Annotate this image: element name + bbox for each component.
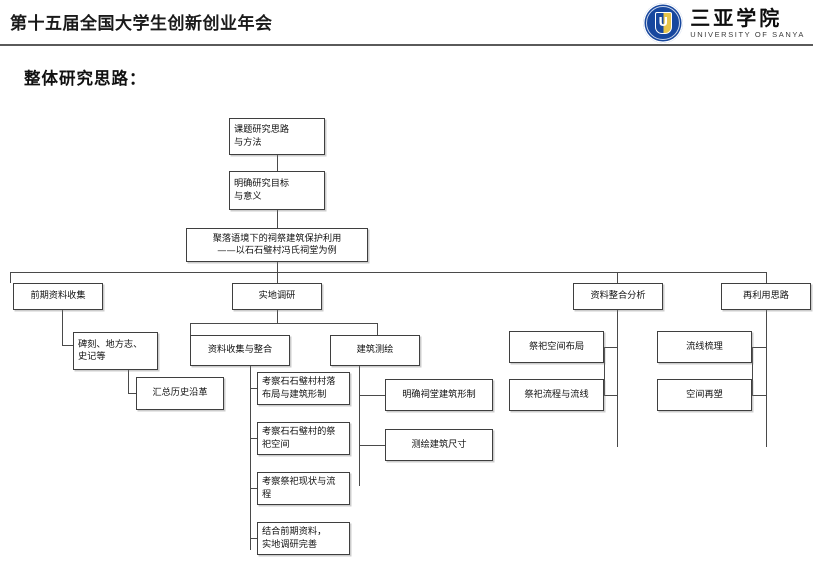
node-n6[interactable]: 资料整合分析 [573, 283, 663, 310]
node-n1-label: 课题研究思路 与方法 [234, 124, 290, 148]
node-n21-label: 空间再塑 [686, 388, 723, 400]
node-n12-label: 考察石石璧村村落 布局与建筑形制 [262, 376, 336, 400]
shield-icon [654, 12, 672, 34]
node-n3-label: 聚落语境下的祠祭建筑保护利用 ——以石石璧村冯氏祠堂为例 [212, 232, 342, 257]
node-n17[interactable]: 测绘建筑尺寸 [385, 429, 493, 461]
node-n15-label: 结合前期资料， 实地调研完善 [262, 526, 327, 550]
header-divider [0, 44, 813, 46]
node-n16[interactable]: 明确祠堂建筑形制 [385, 379, 493, 411]
node-n4-label: 前期资料收集 [30, 290, 86, 302]
node-n17-label: 测绘建筑尺寸 [411, 438, 467, 450]
node-n16-label: 明确祠堂建筑形制 [402, 388, 476, 400]
node-n18[interactable]: 祭祀空间布局 [509, 331, 604, 363]
connector-n11-spine [359, 366, 361, 486]
connector-n2-n3 [277, 210, 279, 228]
connector-n3-bus [277, 262, 279, 272]
node-n10[interactable]: 资料收集与整合 [190, 335, 290, 366]
university-crest-icon [643, 3, 684, 43]
node-n18-label: 祭祀空间布局 [528, 340, 585, 352]
node-n21[interactable]: 空间再塑 [657, 379, 752, 411]
connector-n5-n11 [377, 323, 379, 335]
section-title: 整体研究思路： [24, 69, 147, 88]
connector-n7-right-v [752, 347, 754, 395]
node-n15[interactable]: 结合前期资料， 实地调研完善 [257, 522, 350, 555]
node-n5[interactable]: 实地调研 [232, 283, 322, 310]
connector-bus-drop-n6 [617, 272, 619, 283]
connector-n10-n12 [250, 388, 257, 390]
research-flowchart: 课题研究思路 与方法 明确研究目标 与意义 聚落语境下的祠祭建筑保护利用 ——以… [0, 100, 813, 568]
node-n2[interactable]: 明确研究目标 与意义 [229, 171, 325, 210]
node-n13[interactable]: 考察石石璧村的祭 祀空间 [257, 422, 350, 455]
connector-n11-n16 [359, 395, 385, 397]
node-n2-label: 明确研究目标 与意义 [234, 178, 290, 202]
connector-bus-level3 [10, 272, 767, 274]
node-n20[interactable]: 流线梳理 [657, 331, 752, 363]
node-n14-label: 考察祭祀现状与流 程 [262, 476, 336, 500]
connector-n6-right-v [604, 347, 606, 395]
node-n19-label: 祭祀流程与流线 [524, 388, 589, 400]
node-n11-label: 建筑测绘 [356, 344, 394, 356]
connector-bus-drop-n4 [10, 272, 12, 283]
connector-n11-n17 [359, 445, 385, 447]
connector-n7-n21 [752, 395, 767, 397]
connector-bus-drop-n5 [277, 272, 279, 283]
connector-n5-n10 [190, 323, 192, 335]
connector-n4-n8-h [62, 345, 73, 347]
node-n13-label: 考察石石璧村的祭 祀空间 [262, 426, 336, 450]
node-n9[interactable]: 汇总历史沿革 [136, 377, 224, 410]
connector-bus-drop-n7 [766, 272, 768, 283]
connector-n10-spine [250, 365, 252, 550]
node-n11[interactable]: 建筑测绘 [330, 335, 420, 366]
connector-n8-n9-h [128, 393, 136, 395]
node-n8-label: 碑刻、地方志、 史记等 [78, 338, 143, 363]
node-n20-label: 流线梳理 [686, 340, 723, 352]
node-n7-label: 再利用思路 [743, 290, 789, 302]
connector-n6-n18 [604, 347, 618, 349]
connector-n5-split [190, 323, 377, 325]
connector-n7-n20 [752, 347, 767, 349]
page-header: 第十五届全国大学生创新创业年会 三亚学院 UNIVERSITY OF SANYA [0, 0, 813, 47]
node-n19[interactable]: 祭祀流程与流线 [509, 379, 604, 411]
connector-n10-n14 [250, 488, 257, 490]
connector-n10-n13 [250, 438, 257, 440]
page-header-title: 第十五届全国大学生创新创业年会 [10, 14, 273, 34]
node-n9-label: 汇总历史沿革 [152, 387, 208, 399]
university-name-cn: 三亚学院 [690, 5, 783, 30]
university-name-en: UNIVERSITY OF SANYA [690, 29, 805, 39]
university-logo: 三亚学院 UNIVERSITY OF SANYA [643, 2, 805, 44]
university-logo-text: 三亚学院 UNIVERSITY OF SANYA [690, 7, 805, 40]
node-n6-label: 资料整合分析 [590, 290, 646, 302]
node-n12[interactable]: 考察石石璧村村落 布局与建筑形制 [257, 372, 350, 405]
connector-n6-n19 [604, 395, 618, 397]
connector-n10-n15 [250, 538, 257, 540]
connector-n1-n2 [277, 155, 279, 171]
node-n1[interactable]: 课题研究思路 与方法 [229, 118, 325, 155]
connector-n7-spine [766, 310, 768, 447]
node-n10-label: 资料收集与整合 [207, 344, 273, 356]
node-n14[interactable]: 考察祭祀现状与流 程 [257, 472, 350, 505]
connector-n6-spine [617, 310, 619, 447]
node-n3[interactable]: 聚落语境下的祠祭建筑保护利用 ——以石石璧村冯氏祠堂为例 [186, 228, 368, 262]
node-n7[interactable]: 再利用思路 [721, 283, 811, 310]
node-n4[interactable]: 前期资料收集 [13, 283, 103, 310]
connector-n4-n8-v [62, 310, 64, 345]
node-n8[interactable]: 碑刻、地方志、 史记等 [73, 332, 158, 370]
connector-n8-n9-v [128, 370, 130, 394]
node-n5-label: 实地调研 [258, 290, 296, 302]
connector-n5-down [277, 310, 279, 323]
